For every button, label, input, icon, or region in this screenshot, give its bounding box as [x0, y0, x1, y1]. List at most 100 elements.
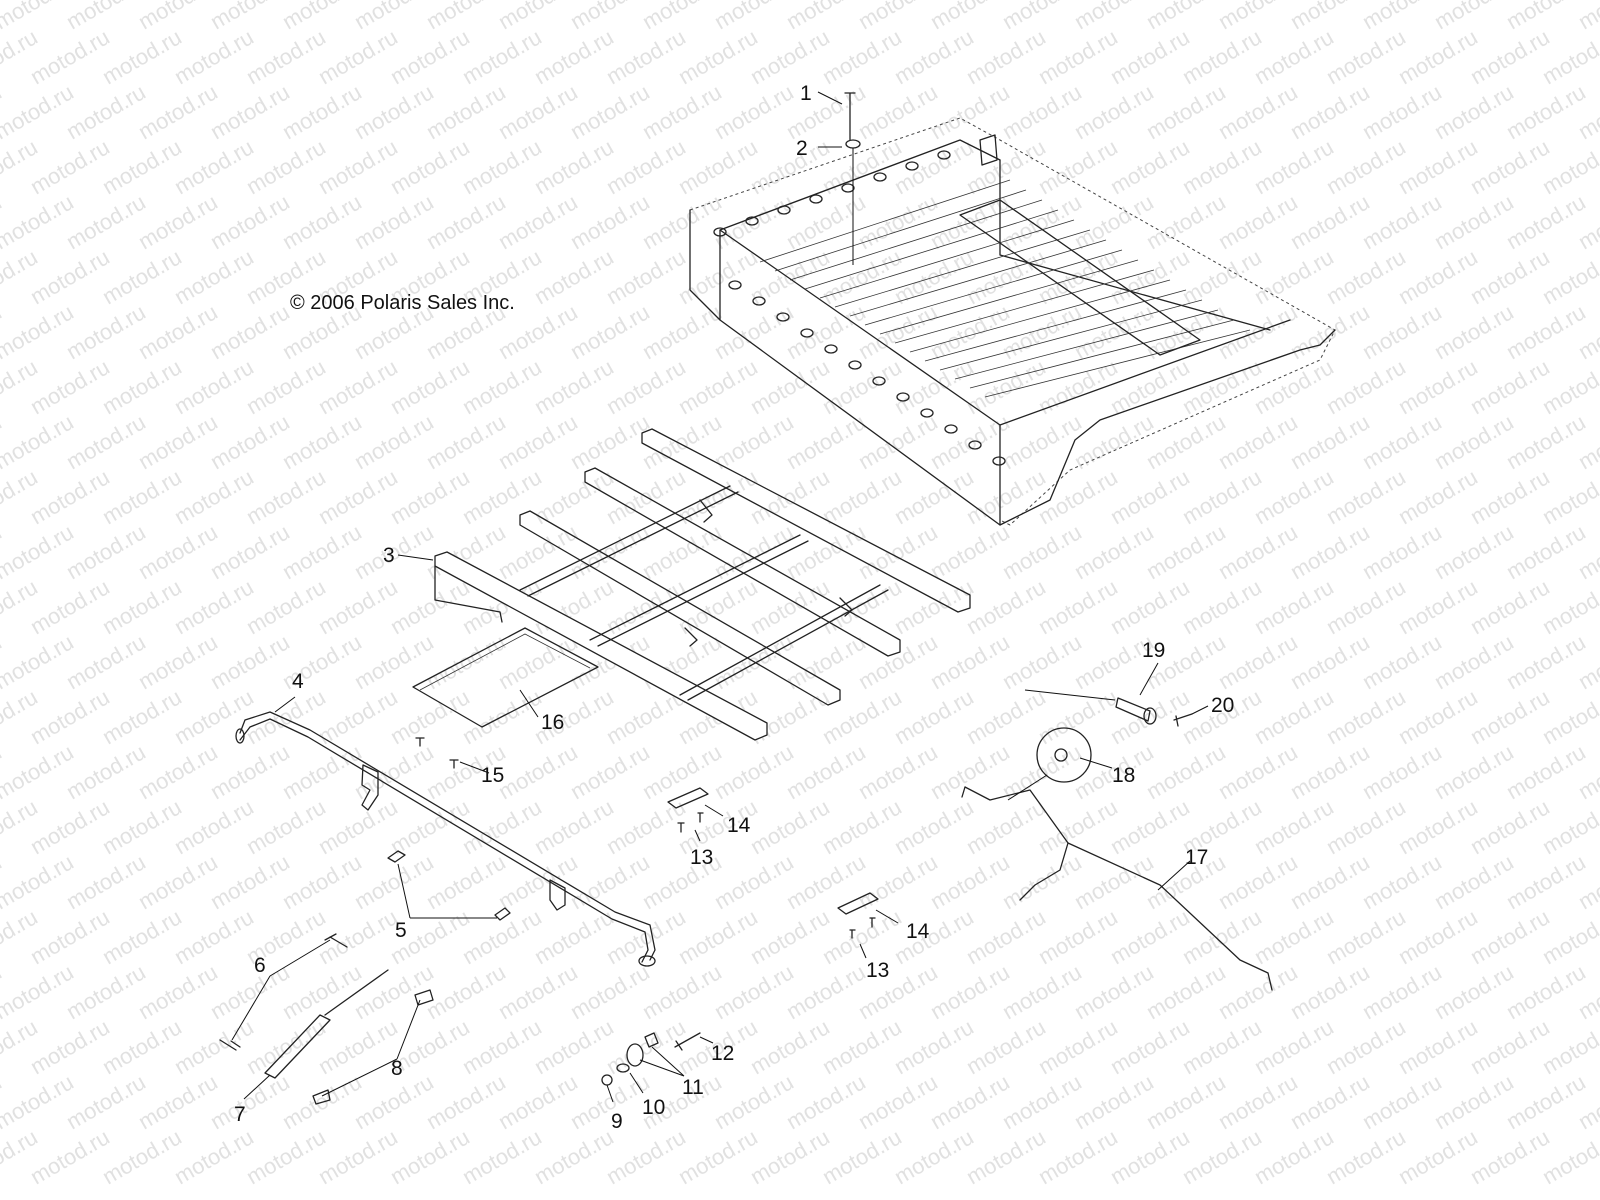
bed-rib: [789, 199, 1043, 281]
watermark-text: motod.ru: [1142, 739, 1230, 804]
watermark-text: motod.ru: [674, 24, 762, 89]
watermark-text: motod.ru: [1070, 849, 1158, 914]
watermark-text: motod.ru: [98, 464, 186, 529]
watermark-text: motod.ru: [206, 739, 294, 804]
bed-rib: [864, 249, 1123, 326]
watermark-text: motod.ru: [206, 849, 294, 914]
watermark-text: motod.ru: [674, 354, 762, 419]
bed-rib: [984, 329, 1251, 398]
watermark-text: motod.ru: [1178, 354, 1266, 419]
watermark-text: motod.ru: [1322, 574, 1410, 639]
watermark-text: motod.ru: [1250, 904, 1338, 969]
watermark-text: motod.ru: [1574, 0, 1600, 34]
watermark-text: motod.ru: [62, 79, 150, 144]
watermark-text: motod.ru: [314, 354, 402, 419]
watermark-text: motod.ru: [890, 354, 978, 419]
watermark-text: motod.ru: [1502, 519, 1590, 584]
watermark-text: motod.ru: [638, 959, 726, 1024]
watermark-text: motod.ru: [1502, 849, 1590, 914]
watermark-text: motod.ru: [566, 189, 654, 254]
bed-rib: [774, 189, 1027, 272]
watermark-text: motod.ru: [1142, 189, 1230, 254]
plate-14a: [667, 787, 709, 809]
watermark-text: motod.ru: [998, 79, 1086, 144]
watermark-text: motod.ru: [1358, 1069, 1446, 1134]
watermark-text: motod.ru: [1070, 959, 1158, 1024]
watermark-text: motod.ru: [386, 354, 474, 419]
watermark-text: motod.ru: [1502, 189, 1590, 254]
watermark-text: motod.ru: [710, 849, 798, 914]
callout-11: 11: [682, 1076, 704, 1099]
watermark-text: motod.ru: [278, 959, 366, 1024]
watermark-text: motod.ru: [1142, 1069, 1230, 1134]
watermark-text: motod.ru: [26, 574, 114, 639]
watermark-text: motod.ru: [1430, 739, 1518, 804]
cargo-frame: [434, 428, 971, 741]
watermark-text: motod.ru: [1322, 1124, 1410, 1189]
bed-rib: [969, 319, 1235, 389]
callout-labels: 1 2 3 4 5 6 7 8 9 10 11 12 13 14 13 14 1…: [234, 82, 1234, 1133]
mount-hole: [872, 376, 886, 386]
watermark-text: motod.ru: [1250, 244, 1338, 309]
watermark-text: motod.ru: [386, 134, 474, 199]
watermark-text: motod.ru: [278, 849, 366, 914]
watermark-text: motod.ru: [1322, 354, 1410, 419]
bed-rib: [849, 239, 1107, 317]
watermark-text: motod.ru: [1034, 794, 1122, 859]
copyright-notice: © 2006 Polaris Sales Inc.: [290, 292, 515, 314]
watermark-text: motod.ru: [1394, 464, 1482, 529]
watermark-text: motod.ru: [350, 79, 438, 144]
watermark-text: motod.ru: [1214, 189, 1302, 254]
watermark-text: motod.ru: [746, 904, 834, 969]
watermark-text: motod.ru: [314, 904, 402, 969]
watermark-text: motod.ru: [962, 904, 1050, 969]
watermark-text: motod.ru: [494, 849, 582, 914]
watermark-text: motod.ru: [314, 574, 402, 639]
watermark-text: motod.ru: [1394, 904, 1482, 969]
watermark-text: motod.ru: [926, 519, 1014, 584]
watermark-text: motod.ru: [746, 684, 834, 749]
watermark-text: motod.ru: [170, 244, 258, 309]
watermark-text: motod.ru: [1322, 684, 1410, 749]
watermark-text: motod.ru: [386, 24, 474, 89]
box-mount-holes: [713, 150, 1006, 466]
watermark-text: motod.ru: [782, 959, 870, 1024]
watermark-text: motod.ru: [1250, 574, 1338, 639]
watermark-text: motod.ru: [1538, 1014, 1600, 1079]
watermark-text: motod.ru: [1430, 189, 1518, 254]
callout-17: 17: [1185, 846, 1208, 869]
watermark-text: motod.ru: [962, 574, 1050, 639]
watermark-text: motod.ru: [134, 79, 222, 144]
watermark-text: motod.ru: [1430, 959, 1518, 1024]
watermark-text: motod.ru: [458, 1014, 546, 1079]
harness-17: [961, 786, 1273, 991]
watermark-text: motod.ru: [314, 464, 402, 529]
callout-15: 15: [481, 764, 504, 787]
watermark-text: motod.ru: [1394, 24, 1482, 89]
watermark-text: motod.ru: [134, 519, 222, 584]
watermark-text: motod.ru: [1250, 24, 1338, 89]
watermark-text: motod.ru: [1106, 134, 1194, 199]
watermark-text: motod.ru: [1358, 519, 1446, 584]
watermark-text: motod.ru: [1394, 684, 1482, 749]
watermark-text: motod.ru: [818, 134, 906, 199]
watermark-text: motod.ru: [458, 904, 546, 969]
watermark-text: motod.ru: [710, 959, 798, 1024]
watermark-text: motod.ru: [1538, 684, 1600, 749]
watermark-text: motod.ru: [458, 24, 546, 89]
watermark-text: motod.ru: [170, 24, 258, 89]
watermark-text: motod.ru: [206, 519, 294, 584]
watermark-text: motod.ru: [26, 24, 114, 89]
callout-18: 18: [1112, 764, 1135, 787]
watermark-text: motod.ru: [206, 79, 294, 144]
watermark-text: motod.ru: [1250, 684, 1338, 749]
watermark-text: motod.ru: [1286, 1069, 1374, 1134]
watermark-text: motod.ru: [1502, 79, 1590, 144]
watermark-text: motod.ru: [782, 519, 870, 584]
watermark-text: motod.ru: [422, 629, 510, 694]
watermark-text: motod.ru: [1502, 739, 1590, 804]
watermark-text: motod.ru: [350, 849, 438, 914]
watermark-text: motod.ru: [278, 739, 366, 804]
watermark-text: motod.ru: [710, 1069, 798, 1134]
watermark-text: motod.ru: [26, 244, 114, 309]
